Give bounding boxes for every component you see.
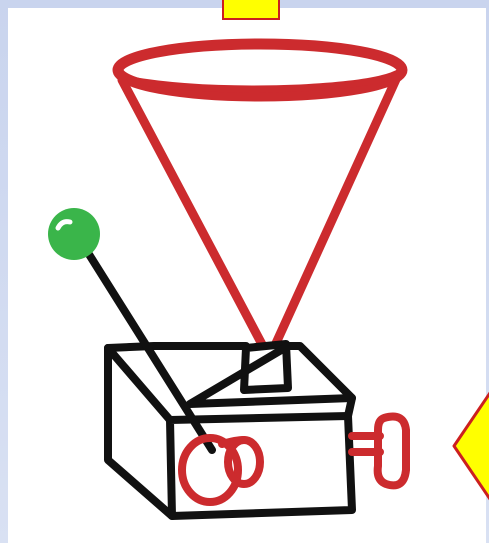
side-crank — [352, 417, 406, 486]
box-top-edge — [108, 348, 170, 420]
funnel-right-side — [272, 75, 398, 352]
lever-knob — [48, 208, 100, 260]
front-dial — [182, 438, 260, 502]
right-pointer-handle[interactable] — [452, 390, 489, 502]
box-right-edge — [348, 398, 352, 416]
funnel — [118, 44, 402, 352]
top-resize-handle[interactable] — [222, 0, 280, 20]
funnel-left-side — [122, 80, 265, 350]
